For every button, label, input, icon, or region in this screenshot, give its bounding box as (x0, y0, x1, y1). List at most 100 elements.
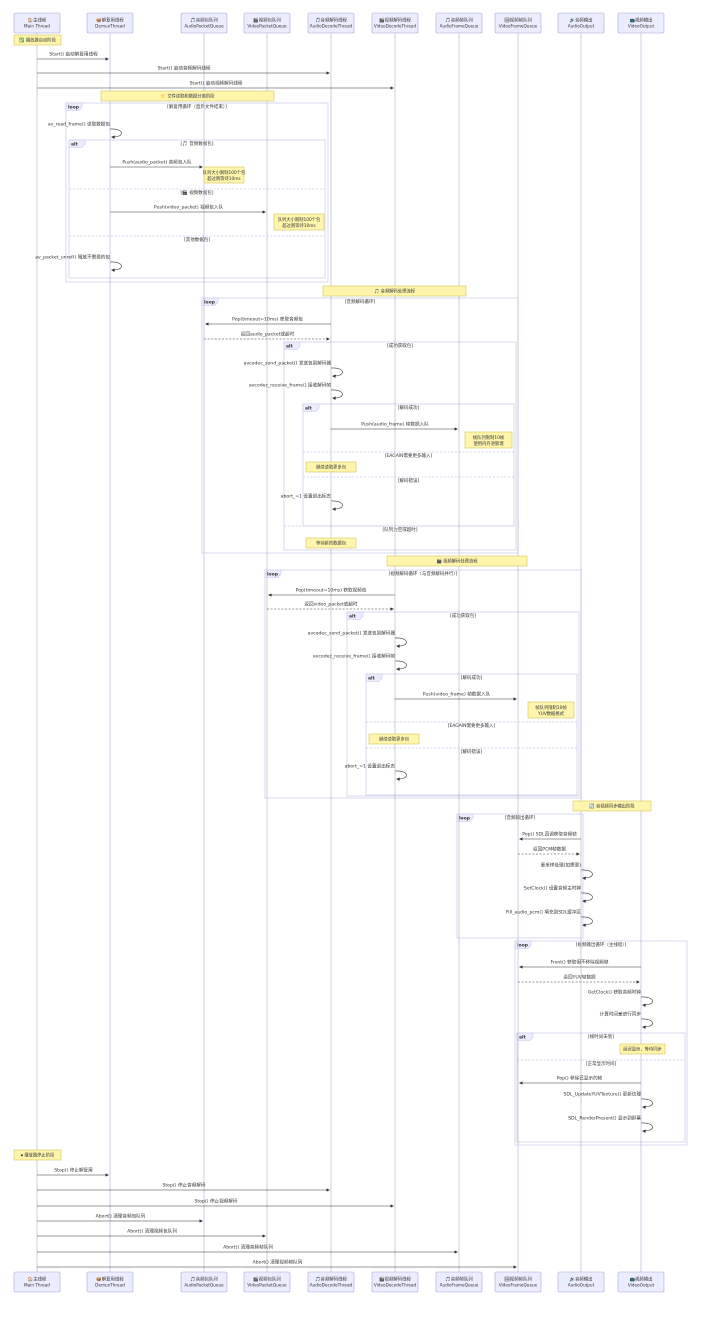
note-box (305, 461, 357, 473)
message-label: 返回PCM帧数据 (533, 846, 566, 853)
frame-f-alt5: alt[解码成功][EAGAIN需要更多输入][解码错误] (365, 673, 578, 796)
participant-box (243, 12, 291, 34)
message-m27: GetClock() 获取音频时钟 (588, 989, 653, 1008)
frame-tag: alt (286, 344, 294, 350)
note-text: 等待新的数据包 (316, 540, 347, 547)
message-m35: Abort() 清理音频包队列 (37, 1213, 203, 1223)
note-n-again1: 继续读取更多包 (305, 461, 357, 473)
message-label: Start() 启动音频解码线程 (157, 65, 210, 72)
frame-box (302, 403, 515, 527)
message-arrow (330, 500, 343, 512)
message-m33: Stop() 停止音频解码 (37, 1182, 330, 1192)
message-m1: Start() 启动解复用线程 (37, 51, 109, 61)
frame-tag: loop (267, 572, 279, 578)
message-m10: avcodec_send_packet() 发送包到解码器 (244, 360, 343, 379)
note-box (100, 90, 275, 102)
message-arrow (330, 367, 343, 379)
message-label: avcodec_send_packet() 发送包到解码器 (308, 630, 396, 637)
participant-box (435, 1271, 483, 1293)
note-text: 🎬 视频解码处理流程 (436, 558, 478, 565)
participant-sub: VideoOutput (628, 24, 655, 29)
note-box (619, 1043, 666, 1055)
note-box (386, 555, 528, 567)
message-label: Pop() SDL回调获取音频帧 (522, 831, 577, 838)
frame-f-alt4: alt[成功获取包] (346, 611, 580, 797)
frame-tag: loop (459, 816, 471, 822)
participant-name: 🎬视频包队列 (253, 1276, 281, 1283)
message-label: Fill_audio_pcm() 填充到SDL缓冲区 (506, 909, 581, 916)
message-arrow (580, 892, 593, 904)
participant-name: 🎬视频解码线程 (379, 1276, 411, 1283)
participant-box (557, 12, 605, 34)
note-text: 继续读取更多包 (379, 736, 410, 743)
frame-tag: alt (368, 676, 376, 682)
note-n-sync: 🔄 音视频同步输出阶段 (572, 800, 652, 812)
frame-box (68, 139, 326, 279)
participant-box (86, 12, 134, 34)
frame-condition: [解码错误] (461, 748, 483, 755)
note-box (572, 800, 652, 812)
participant-name: 📺视频输出 (629, 1276, 652, 1283)
frame-f-alt3: alt[解码成功][EAGAIN需要更多输入][解码错误] (302, 403, 515, 527)
message-label: Abort() 清理音频包队列 (96, 1213, 146, 1220)
message-arrow (580, 916, 593, 928)
frame-condition: [🎵 音频数据包] (180, 140, 213, 147)
message-label: Pop() 移除已显示的帧 (557, 1075, 603, 1082)
frame-tag-box (346, 611, 364, 620)
message-m37: Abort() 清理音频帧队列 (37, 1244, 458, 1254)
message-m38: Abort() 清理视频帧队列 (37, 1259, 517, 1269)
participant-sub: VideoDecodeThread (374, 1283, 417, 1288)
frame-f-alt6: alt[帧时间未到][正常显示时间] (516, 1032, 686, 1143)
message-m32: Stop() 停止解复用 (37, 1167, 109, 1177)
frame-tag: alt (519, 1035, 527, 1041)
participant-box (494, 12, 542, 34)
participant-name: 🔊音频输出 (569, 17, 592, 24)
message-arrow (394, 770, 407, 782)
note-text: ✅ 播放器启动阶段 (19, 37, 56, 44)
participant-sub: DemuxThread (95, 1283, 125, 1288)
message-arrow (640, 1098, 653, 1110)
message-m18: Push(video_frame) 帧数据入队 (395, 691, 517, 701)
message-label: GetClock() 获取音频时钟 (588, 989, 642, 996)
note-text: 🔄 音视频同步输出阶段 (589, 803, 635, 810)
note-n-adec: 🎵 音频解码处理流程 (322, 285, 467, 297)
message-m20: Pop() SDL回调获取音频帧 (519, 831, 581, 841)
participant-name: 🎵音频解码线程 (315, 17, 347, 24)
participant-sub: Main Thread (24, 24, 50, 29)
message-label: Start() 启动解复用线程 (49, 51, 98, 58)
note-n-file: 📁 文件读取和数据分离阶段 (100, 90, 275, 102)
participant-sub: AudioPacketQueue (184, 1283, 224, 1288)
frame-f-loop4: loop[音频输出循环] (456, 813, 584, 939)
message-m11: avcodec_receive_frame() 接收解码帧 (249, 382, 343, 401)
note-box (13, 34, 62, 46)
participant-box (180, 1271, 228, 1293)
note-text: 队列大小限制100个包 (278, 216, 321, 223)
participant-box (435, 12, 483, 34)
note-text: 使用内存池管理 (473, 440, 504, 447)
participant-name: 📦解复用线程 (96, 17, 124, 24)
message-m6: Push(video_packet) 视频包入队 (110, 204, 266, 214)
note-box (273, 213, 325, 231)
frame-box (65, 102, 329, 283)
frame-tag-box (365, 673, 383, 682)
participant-sub: AudioFrameQueue (440, 1283, 479, 1288)
message-m12: Push(audio_frame) 帧数据入队 (331, 421, 458, 431)
frame-condition: [视频解码循环（与音频解码并行）] (389, 570, 458, 577)
message-m3: Start() 启动视频解码线程 (37, 80, 394, 90)
note-text: 队列大小限制100个包 (203, 169, 246, 176)
message-m24: Fill_audio_pcm() 填充到SDL缓冲区 (506, 909, 593, 928)
frame-tag-box (283, 341, 301, 350)
participant-name: 🎵音频解码线程 (315, 1276, 347, 1283)
